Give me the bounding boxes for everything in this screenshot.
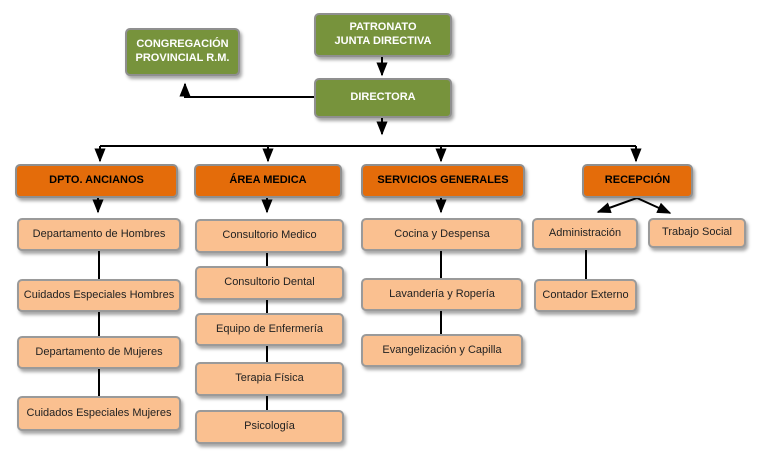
- dept-recepcion-header: RECEPCIÓN: [582, 164, 693, 198]
- congregacion-box: CONGREGACIÓN PROVINCIAL R.M.: [125, 28, 240, 76]
- directora-box: DIRECTORA: [314, 78, 452, 118]
- dept-servicios-header: SERVICIOS GENERALES: [361, 164, 525, 198]
- item-cocina-despensa: Cocina y Despensa: [361, 218, 523, 251]
- item-cuidados-mujeres: Cuidados Especiales Mujeres: [17, 396, 181, 431]
- dept-medica-header: ÁREA MEDICA: [194, 164, 342, 198]
- arrow-recepcion-administracion: [596, 197, 638, 214]
- item-contador-externo: Contador Externo: [534, 279, 637, 312]
- item-consultorio-dental: Consultorio Dental: [195, 266, 344, 300]
- item-departamento-mujeres: Departamento de Mujeres: [17, 336, 181, 369]
- dept-ancianos-header: DPTO. ANCIANOS: [15, 164, 178, 198]
- item-trabajo-social: Trabajo Social: [648, 218, 746, 248]
- arrow-directora-congregacion: [179, 82, 314, 98]
- item-departamento-hombres: Departamento de Hombres: [17, 218, 181, 251]
- item-psicologia: Psicología: [195, 410, 344, 444]
- item-terapia-fisica: Terapia Física: [195, 362, 344, 396]
- patronato-box: PATRONATO JUNTA DIRECTIVA: [314, 13, 452, 57]
- item-consultorio-medico: Consultorio Medico: [195, 219, 344, 253]
- item-evangelizacion-capilla: Evangelización y Capilla: [361, 334, 523, 367]
- item-lavanderia-roperia: Lavandería y Ropería: [361, 278, 523, 311]
- item-cuidados-hombres: Cuidados Especiales Hombres: [17, 279, 181, 312]
- item-administracion: Administración: [532, 218, 638, 250]
- item-equipo-enfermeria: Equipo de Enfermería: [195, 313, 344, 346]
- arrow-recepcion-trabajo-social: [636, 197, 672, 214]
